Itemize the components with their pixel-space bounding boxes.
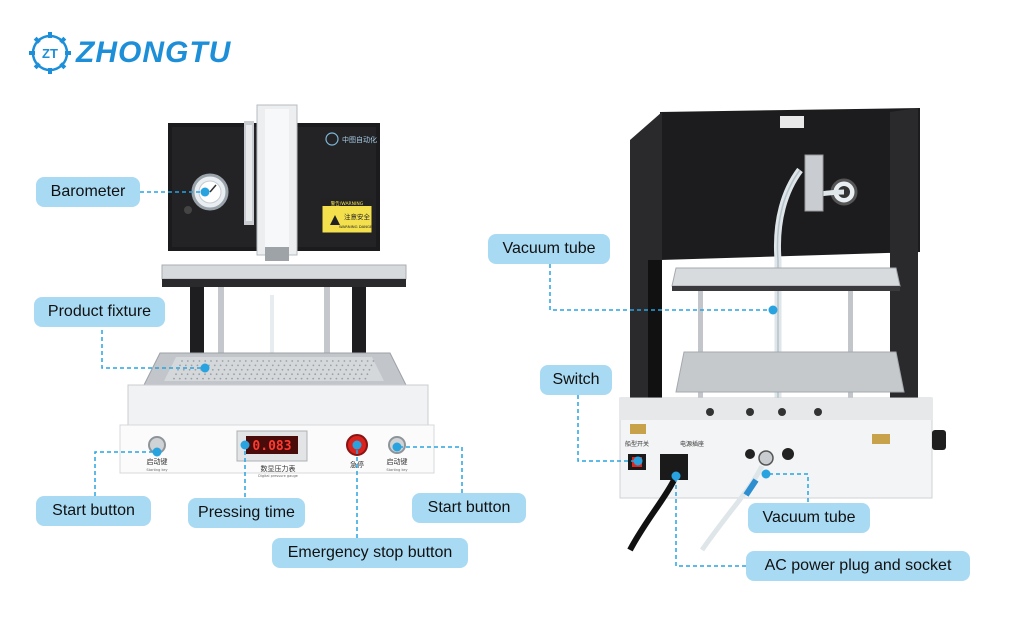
svg-text:注意安全: 注意安全 — [344, 212, 371, 221]
callout-vacuum-tube-top: Vacuum tube — [488, 234, 610, 264]
callout-vacuum-tube-bottom: Vacuum tube — [748, 503, 870, 533]
machine-side-photo: 船型开关 电源插座 — [600, 100, 960, 560]
callout-barometer: Barometer — [36, 177, 140, 207]
machine-front-photo: 中图自动化 警告/WARNING 注意安全 WARNING DANGER 启动键… — [100, 95, 450, 495]
svg-text:船型开关: 船型开关 — [625, 440, 649, 448]
gear-logo-icon: ZT — [28, 31, 72, 75]
svg-text:电源插座: 电源插座 — [680, 440, 704, 448]
callout-pressing-time: Pressing time — [188, 498, 305, 528]
svg-text:WARNING DANGER: WARNING DANGER — [339, 224, 375, 229]
callout-product-fixture: Product fixture — [34, 297, 165, 327]
svg-text:启动键: 启动键 — [387, 457, 408, 466]
logo-monogram: ZT — [42, 46, 58, 61]
callout-start-button-right: Start button — [412, 493, 526, 523]
start-button-right-icon — [388, 436, 406, 454]
callout-ac-power: AC power plug and socket — [746, 551, 970, 581]
svg-text:Starting key: Starting key — [146, 468, 167, 472]
start-button-left-icon — [148, 436, 166, 454]
svg-text:Starting key: Starting key — [386, 468, 407, 472]
company-mark: 中图自动化 — [342, 135, 377, 144]
svg-text:数显压力表: 数显压力表 — [261, 464, 296, 473]
callout-emergency-stop: Emergency stop button — [272, 538, 468, 568]
svg-text:警告/WARNING: 警告/WARNING — [331, 200, 364, 207]
svg-text:启动键: 启动键 — [147, 457, 168, 466]
brand-logo: ZT ZHONGTU — [28, 30, 231, 76]
pressure-display-value: 0.083 — [252, 439, 291, 454]
callout-switch: Switch — [540, 365, 612, 395]
svg-text:Digital pressure gauge: Digital pressure gauge — [258, 474, 298, 478]
brand-name: ZHONGTU — [76, 36, 232, 69]
callout-start-button-left: Start button — [36, 496, 151, 526]
ac-socket-icon — [660, 454, 688, 480]
svg-text:急停: 急停 — [350, 460, 364, 469]
